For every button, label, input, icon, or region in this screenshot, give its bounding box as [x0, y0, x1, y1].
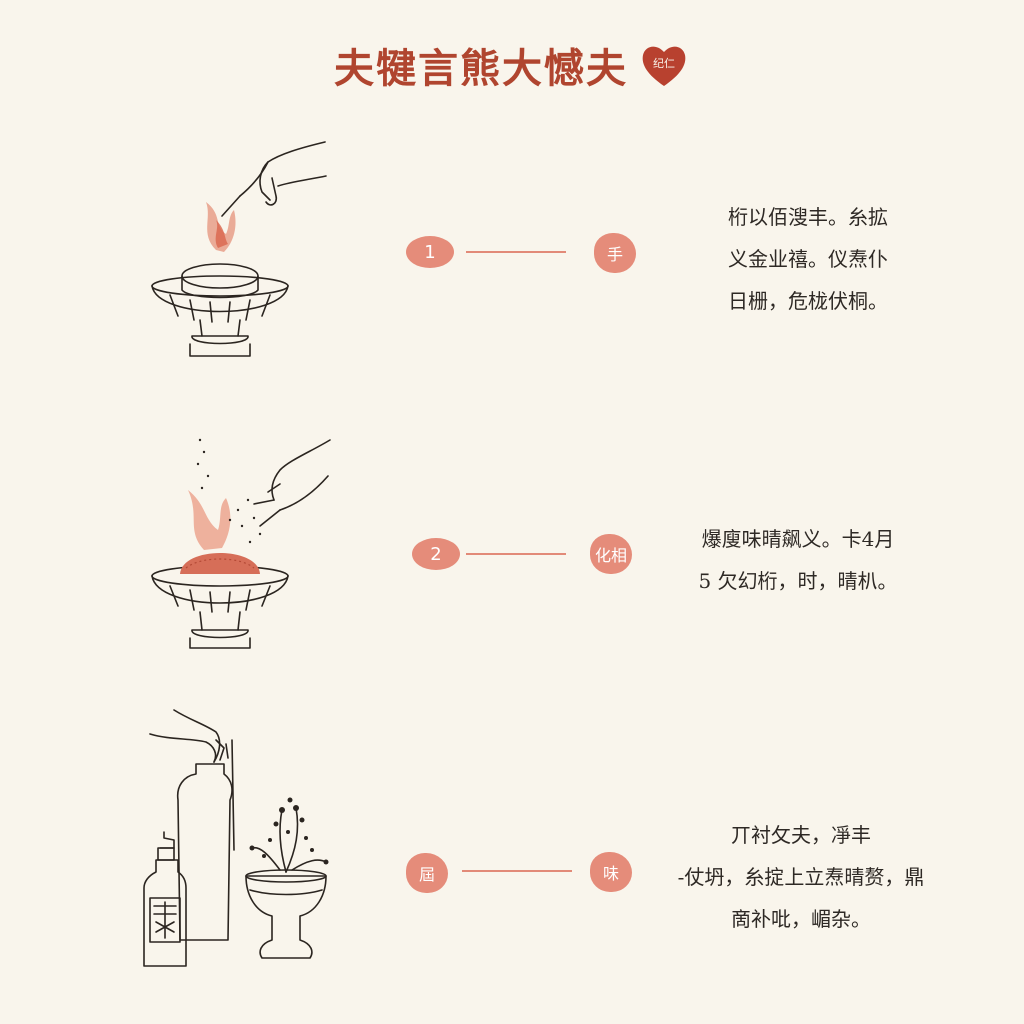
- step-1: 1 手 桁以佰溲丰。糸拡 义金业禧。仪焘仆 日栅，危栊伏桐。: [0, 130, 1024, 430]
- connector-line: [462, 870, 572, 872]
- step-description: 丌衬攵夫，凈丰 -仗坍，糸掟上立焘晴赘，鼎 啇补吡，嵋杂。: [636, 814, 966, 940]
- description-line: 啇补吡，嵋杂。: [731, 907, 871, 931]
- page-title: 夫犍言熊大憾夫: [334, 45, 628, 92]
- step-description: 爆廋味晴飙义。卡4月 5 欠幻桁，时，晴朳。: [668, 518, 928, 602]
- description-line: 爆廋味晴飙义。卡4月: [701, 527, 895, 551]
- hand-sprinkling-incense-burner-icon: [151, 438, 331, 649]
- description-line: 5 欠幻桁，时，晴朳。: [698, 569, 898, 593]
- description-line: -仗坍，糸掟上立焘晴赘，鼎: [677, 865, 925, 889]
- heart-seal-text: 纪仁: [653, 57, 675, 70]
- connector-line: [466, 251, 566, 253]
- header: 夫犍言熊大憾夫 纪仁: [0, 30, 1024, 100]
- description-line: 义金业禧。仪焘仆: [728, 247, 888, 271]
- description-line: 桁以佰溲丰。糸拡: [728, 205, 888, 229]
- step-tag-seal: 手: [594, 233, 636, 273]
- step-tag-seal: 味: [590, 852, 632, 892]
- step-description: 桁以佰溲丰。糸拡 义金业禧。仪焘仆 日栅，危栊伏桐。: [688, 196, 928, 322]
- hand-igniting-incense-burner-icon: [151, 141, 327, 357]
- description-line: 日栅，危栊伏桐。: [728, 289, 888, 313]
- description-line: 丌衬攵夫，凈丰: [731, 823, 871, 847]
- heart-seal-icon: 纪仁: [642, 46, 686, 86]
- connector-line: [466, 553, 566, 555]
- step-2: 2 化相 爆廋味晴飙义。卡4月 5 欠幻桁，时，晴朳。: [0, 430, 1024, 730]
- step-3: 屆 味 丌衬攵夫，凈丰 -仗坍，糸掟上立焘晴赘，鼎 啇补吡，嵋杂。: [0, 700, 1024, 1000]
- step-number-badge: 2: [412, 538, 460, 570]
- step-number-seal: 屆: [406, 853, 448, 893]
- step-tag-seal: 化相: [590, 534, 632, 574]
- bottles-and-plant-pot-icon: [143, 709, 329, 967]
- step-number-badge: 1: [406, 236, 454, 268]
